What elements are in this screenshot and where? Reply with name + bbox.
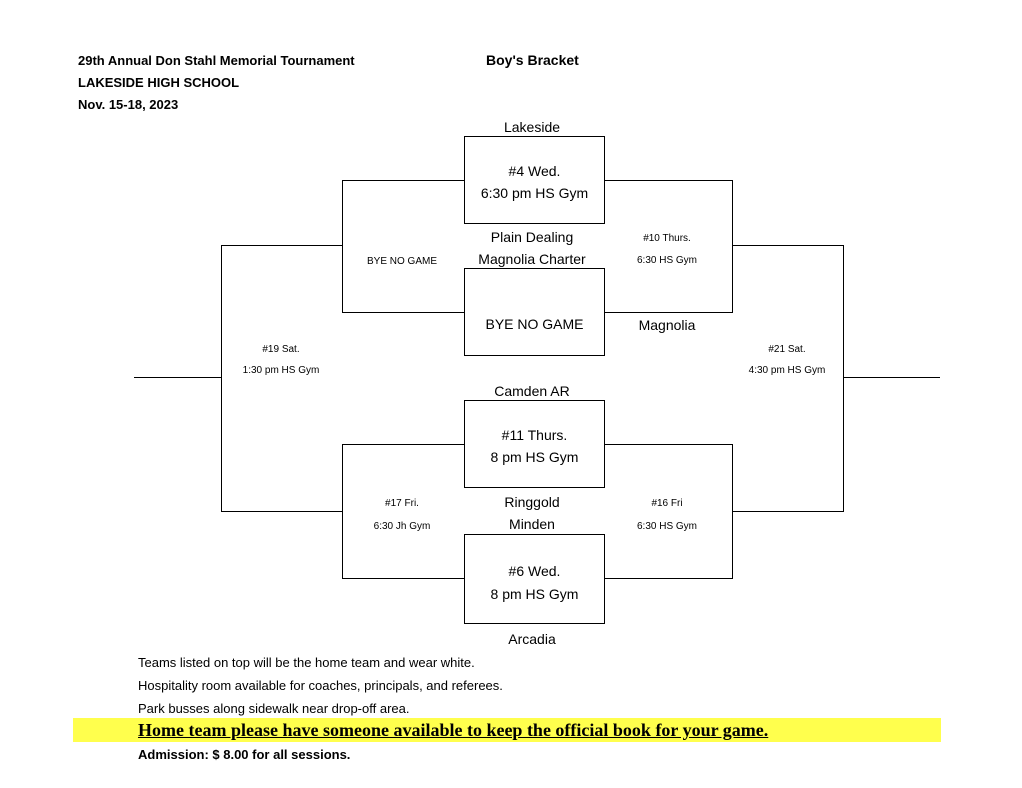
bye-box-label: BYE NO GAME — [485, 316, 584, 332]
game21-number: #21 Sat. — [768, 344, 806, 355]
game11-home-team: Camden AR — [494, 383, 570, 399]
game19-time: 1:30 pm HS Gym — [242, 365, 320, 376]
game19-number: #19 Sat. — [262, 344, 300, 355]
game6-away-team: Arcadia — [508, 631, 556, 647]
game6-home-team: Minden — [509, 516, 555, 532]
game6-box — [464, 534, 605, 624]
game16-number: #16 Fri — [651, 498, 683, 509]
game6-time: 8 pm HS Gym — [490, 586, 579, 602]
game4-time: 6:30 pm HS Gym — [480, 185, 589, 201]
game10-time: 6:30 HS Gym — [636, 255, 698, 266]
tournament-title: 29th Annual Don Stahl Memorial Tournamen… — [78, 53, 355, 68]
school-name: LAKESIDE HIGH SCHOOL — [78, 75, 240, 90]
game11-box — [464, 400, 605, 488]
note-official-book: Home team please have someone available … — [138, 720, 769, 740]
game4-away-team: Plain Dealing — [490, 229, 574, 245]
game11-number: #11 Thurs. — [501, 427, 568, 443]
game16-time: 6:30 HS Gym — [636, 521, 698, 532]
game11-away-team: Ringgold — [504, 494, 560, 510]
game17-number: #17 Fri. — [385, 498, 419, 509]
highlight-band — [73, 718, 941, 742]
bracket-title: Boy's Bracket — [486, 52, 579, 68]
game21-time: 4:30 pm HS Gym — [748, 365, 826, 376]
note-home-team: Teams listed on top will be the home tea… — [138, 655, 475, 670]
game4-box — [464, 136, 605, 224]
bye-left-label: BYE NO GAME — [366, 256, 437, 267]
tournament-dates: Nov. 15-18, 2023 — [78, 97, 179, 112]
game4-home-team: Lakeside — [503, 119, 561, 135]
note-parking: Park busses along sidewalk near drop-off… — [138, 701, 410, 716]
bye-box-home-team: Magnolia Charter — [478, 251, 586, 267]
game10-number: #10 Thurs. — [643, 233, 691, 244]
admission-note: Admission: $ 8.00 for all sessions. — [138, 747, 351, 762]
game10-result-team: Magnolia — [638, 317, 696, 333]
game4-number: #4 Wed. — [508, 163, 561, 179]
game17-time: 6:30 Jh Gym — [373, 521, 431, 532]
bye-box — [464, 268, 605, 356]
game6-number: #6 Wed. — [508, 563, 561, 579]
game11-time: 8 pm HS Gym — [490, 449, 579, 465]
note-hospitality: Hospitality room available for coaches, … — [138, 678, 503, 693]
